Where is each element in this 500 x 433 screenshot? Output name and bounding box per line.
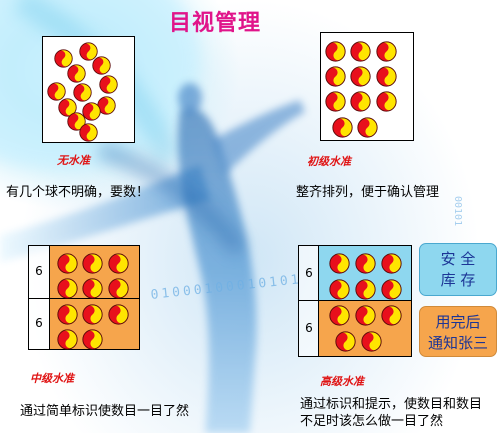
ball bbox=[98, 74, 118, 94]
note-safety-stock: 安 全 库 存 bbox=[419, 243, 497, 296]
ball bbox=[324, 65, 346, 87]
ball bbox=[356, 116, 378, 138]
capacity-label-top: 6 bbox=[305, 266, 313, 280]
ball bbox=[375, 40, 397, 62]
level-label-intermediate: 中级水准 bbox=[30, 372, 74, 385]
ball bbox=[81, 328, 103, 350]
ball bbox=[107, 252, 129, 274]
capacity-label-bottom: 6 bbox=[35, 316, 43, 330]
ball bbox=[334, 330, 356, 352]
ball bbox=[66, 111, 86, 131]
ball bbox=[354, 252, 376, 274]
ball bbox=[375, 90, 397, 112]
caption-advanced-line-2: 不足时该怎么做一目了然 bbox=[300, 414, 444, 429]
ball bbox=[360, 330, 382, 352]
ball bbox=[56, 277, 78, 299]
ball bbox=[324, 40, 346, 62]
capacity-column bbox=[299, 246, 319, 356]
note-line: 库 存 bbox=[440, 271, 476, 289]
binary-watermark-side: 00101 bbox=[452, 196, 463, 227]
capacity-label-bottom: 6 bbox=[305, 321, 313, 335]
caption-none: 有几个球不明确，要数！ bbox=[6, 185, 150, 200]
caption-advanced-line-1: 通过标识和提示，使数目和数目 bbox=[300, 397, 483, 412]
ball bbox=[81, 252, 103, 274]
ball bbox=[56, 328, 78, 350]
ball bbox=[107, 277, 129, 299]
ball bbox=[56, 252, 78, 274]
panel-primary-level-box bbox=[320, 32, 414, 141]
capacity-label-top: 6 bbox=[35, 264, 43, 278]
level-label-primary: 初级水准 bbox=[307, 155, 351, 168]
ball bbox=[53, 48, 73, 68]
ball bbox=[78, 122, 98, 142]
ball bbox=[354, 278, 376, 300]
caption-primary: 整齐排列，便于确认管理 bbox=[296, 185, 440, 200]
note-line: 通知张三 bbox=[427, 334, 488, 352]
level-label-advanced: 高级水准 bbox=[320, 375, 364, 388]
note-line: 安 全 bbox=[440, 250, 476, 268]
ball bbox=[72, 82, 92, 102]
note-notify-when-used: 用完后 通知张三 bbox=[419, 306, 497, 357]
panel-no-level-box bbox=[42, 36, 135, 143]
page-title: 目视管理 bbox=[168, 11, 261, 36]
ball bbox=[328, 278, 350, 300]
note-line: 用完后 bbox=[435, 313, 481, 331]
ball bbox=[81, 303, 103, 325]
ball bbox=[380, 252, 402, 274]
ball bbox=[81, 277, 103, 299]
ball bbox=[56, 303, 78, 325]
ball bbox=[57, 97, 77, 117]
ball bbox=[328, 252, 350, 274]
ball bbox=[81, 101, 101, 121]
ball bbox=[66, 63, 86, 83]
ball bbox=[354, 304, 376, 326]
ball bbox=[78, 41, 98, 61]
level-label-none: 无水准 bbox=[57, 154, 90, 167]
ball bbox=[46, 81, 66, 101]
ball bbox=[380, 278, 402, 300]
ball bbox=[91, 55, 111, 75]
section-divider bbox=[29, 298, 139, 299]
panel-advanced-tray: 6 6 bbox=[298, 245, 412, 357]
caption-intermediate: 通过简单标识使数目一目了然 bbox=[20, 404, 190, 419]
section-divider bbox=[299, 300, 411, 301]
ball bbox=[375, 65, 397, 87]
ball bbox=[107, 303, 129, 325]
ball bbox=[380, 304, 402, 326]
ball bbox=[349, 90, 371, 112]
panel-intermediate-tray: 6 6 bbox=[28, 245, 140, 350]
ball bbox=[331, 116, 353, 138]
ball bbox=[328, 304, 350, 326]
ball bbox=[349, 40, 371, 62]
ball bbox=[324, 90, 346, 112]
capacity-column bbox=[29, 246, 50, 349]
ball bbox=[349, 65, 371, 87]
